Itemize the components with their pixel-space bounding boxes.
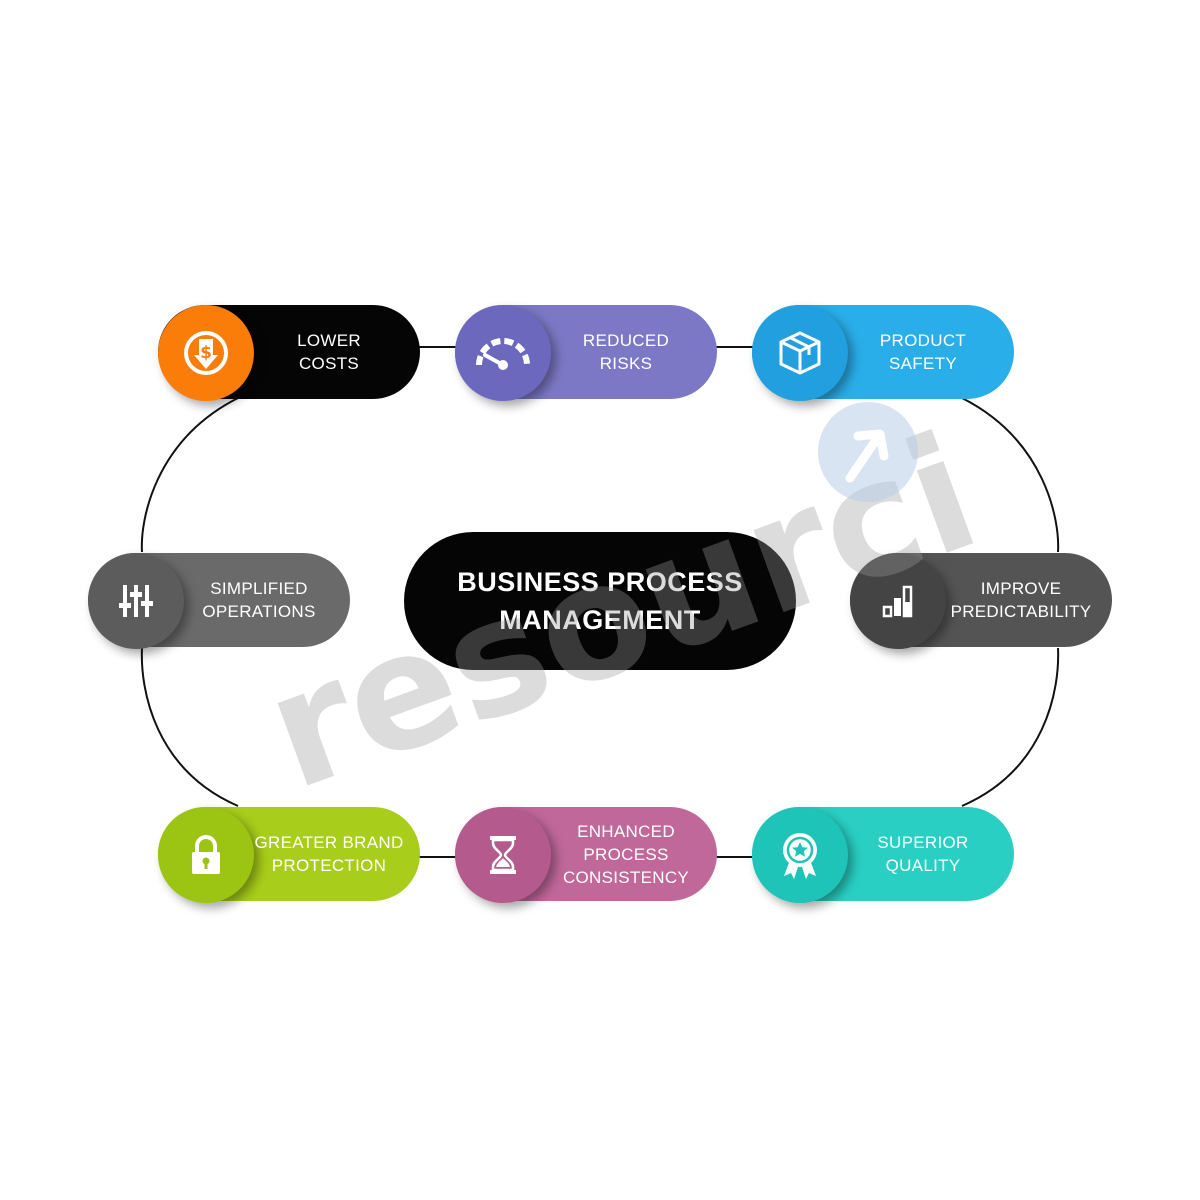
label-line: PREDICTABILITY: [950, 602, 1092, 621]
label-line: PROTECTION: [271, 856, 387, 875]
item-label: SIMPLIFIED OPERATIONS: [180, 553, 338, 647]
item-reduced-risks: REDUCED RISKS: [455, 305, 717, 401]
item-lower-costs: $ LOWER COSTS: [158, 305, 420, 401]
upload-arrow-icon: [818, 402, 918, 502]
item-superior-quality: SUPERIOR QUALITY: [752, 807, 1014, 903]
icon-circle: $: [158, 305, 254, 401]
label-line: PROCESS: [583, 844, 669, 864]
label-line: RISKS: [599, 354, 653, 373]
award-badge-icon: [783, 833, 817, 879]
hourglass-icon: [490, 836, 516, 874]
icon-circle: [850, 553, 946, 649]
item-label: REDUCED RISKS: [547, 305, 705, 399]
label-line: SIMPLIFIED: [210, 579, 308, 598]
center-title-line: MANAGEMENT: [499, 605, 701, 635]
item-label: PRODUCT SAFETY: [844, 305, 1002, 399]
sliders-icon: [119, 585, 153, 617]
bar-chart-icon: [882, 585, 913, 618]
icon-circle: [158, 807, 254, 903]
icon-circle: [455, 807, 551, 903]
label-line: QUALITY: [885, 856, 961, 875]
icon-circle: [752, 305, 848, 401]
box-icon: [779, 331, 821, 375]
label-line: COSTS: [298, 354, 360, 373]
label-line: SUPERIOR: [877, 833, 969, 852]
item-improve-predictability: IMPROVE PREDICTABILITY: [850, 553, 1112, 649]
label-line: ENHANCED: [577, 821, 675, 841]
item-product-safety: PRODUCT SAFETY: [752, 305, 1014, 401]
center-title-line: BUSINESS PROCESS: [457, 567, 743, 597]
item-label: GREATER BRAND PROTECTION: [250, 807, 408, 901]
icon-circle: [88, 553, 184, 649]
label-line: PRODUCT: [879, 331, 967, 350]
label-line: GREATER BRAND: [254, 833, 404, 852]
item-label: ENHANCED PROCESS CONSISTENCY: [547, 807, 705, 901]
label-line: SAFETY: [889, 354, 957, 373]
padlock-icon: [192, 835, 220, 874]
item-label: IMPROVE PREDICTABILITY: [942, 553, 1100, 647]
icon-circle: [455, 305, 551, 401]
item-enhanced-process-consistency: ENHANCED PROCESS CONSISTENCY: [455, 807, 717, 903]
label-line: OPERATIONS: [202, 602, 316, 621]
label-line: IMPROVE: [980, 579, 1062, 598]
item-label: LOWER COSTS: [250, 305, 408, 399]
center-hub: BUSINESS PROCESS MANAGEMENT: [404, 532, 796, 670]
svg-text:$: $: [200, 343, 212, 363]
item-greater-brand-protection: GREATER BRAND PROTECTION: [158, 807, 420, 903]
label-line: CONSISTENCY: [562, 867, 690, 887]
icon-circle: [752, 807, 848, 903]
item-label: SUPERIOR QUALITY: [844, 807, 1002, 901]
label-line: LOWER: [297, 331, 361, 350]
item-simplified-operations: SIMPLIFIED OPERATIONS: [88, 553, 350, 649]
speedometer-icon: [476, 338, 530, 370]
dollar-down-arrow-icon: $: [184, 331, 228, 375]
label-line: REDUCED: [582, 331, 670, 350]
